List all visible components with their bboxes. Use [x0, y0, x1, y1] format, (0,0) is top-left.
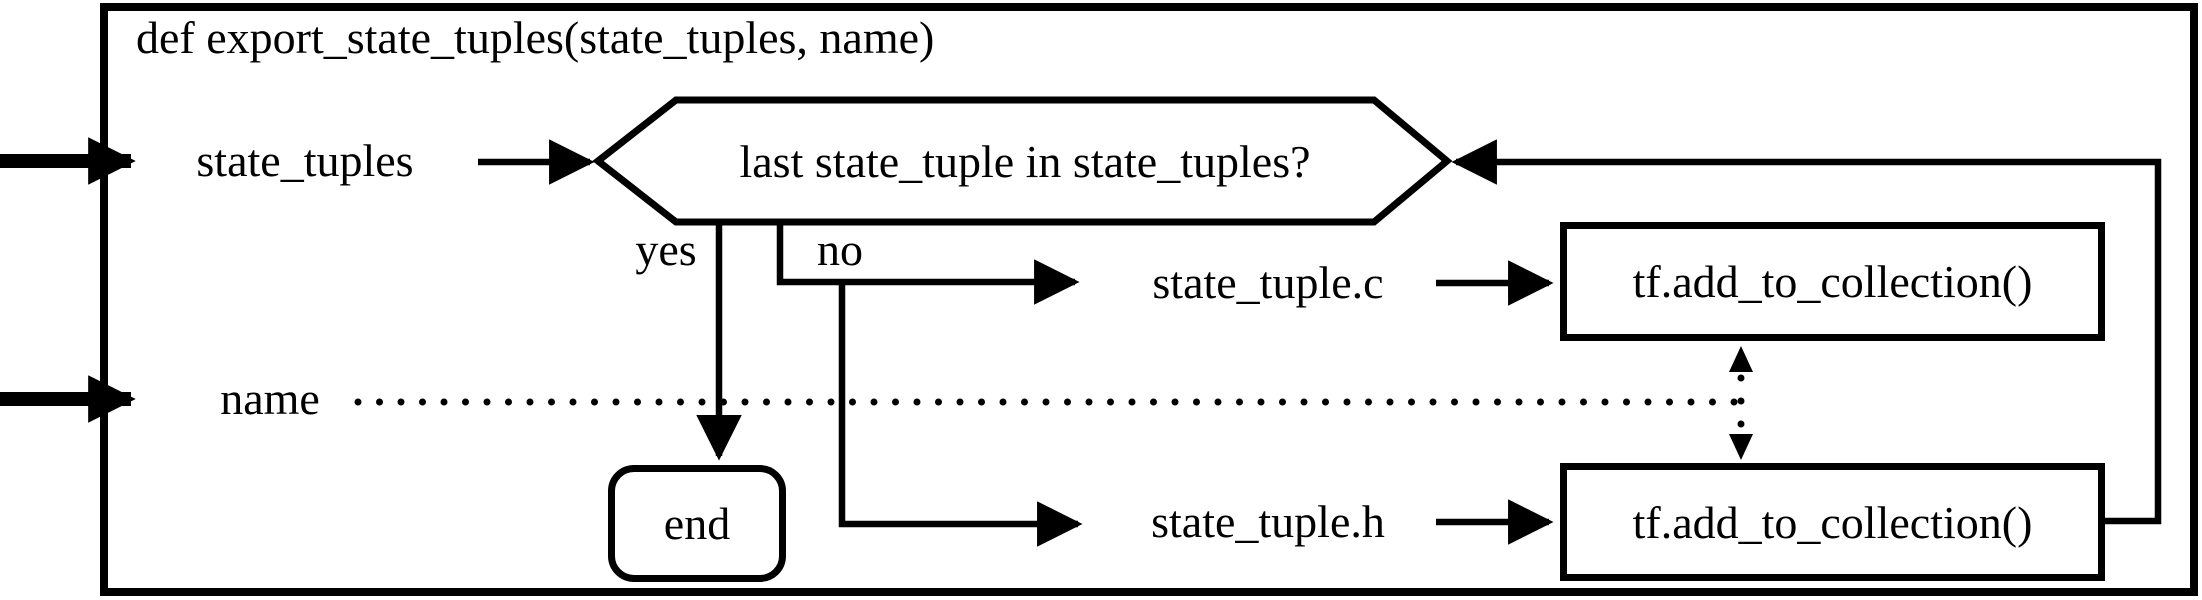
add-to-collection-c-label: tf.add_to_collection() [1632, 256, 2033, 307]
decision-label: last state_tuple in state_tuples? [739, 135, 1311, 187]
end-node-label: end [663, 498, 731, 549]
add-to-collection-h-label: tf.add_to_collection() [1632, 496, 2033, 548]
label-no: no [817, 224, 863, 275]
end-node: end [608, 465, 786, 582]
function-title: def export_state_tuples(state_tuples, na… [136, 12, 935, 63]
return-arrow-to-decision [1451, 139, 2162, 525]
dotted-link-up-arrowhead-icon [1729, 346, 1753, 372]
label-state-tuple-h: state_tuple.h [1151, 496, 1385, 547]
function-frame [100, 3, 2198, 596]
add-to-collection-c-node: tf.add_to_collection() [1560, 222, 2105, 341]
label-name: name [220, 373, 320, 424]
label-yes: yes [635, 224, 697, 275]
label-state-tuples: state_tuples [196, 135, 414, 186]
decision-hexagon-shape [592, 96, 1453, 226]
label-state-tuple-c: state_tuple.c [1152, 257, 1384, 308]
arrow-no-to-state-tuple-h [838, 282, 1083, 547]
arrow-no-to-state-tuple-c [776, 222, 1080, 305]
add-to-collection-h-node: tf.add_to_collection() [1560, 463, 2105, 581]
dotted-link-down-arrowhead-icon [1729, 434, 1753, 460]
